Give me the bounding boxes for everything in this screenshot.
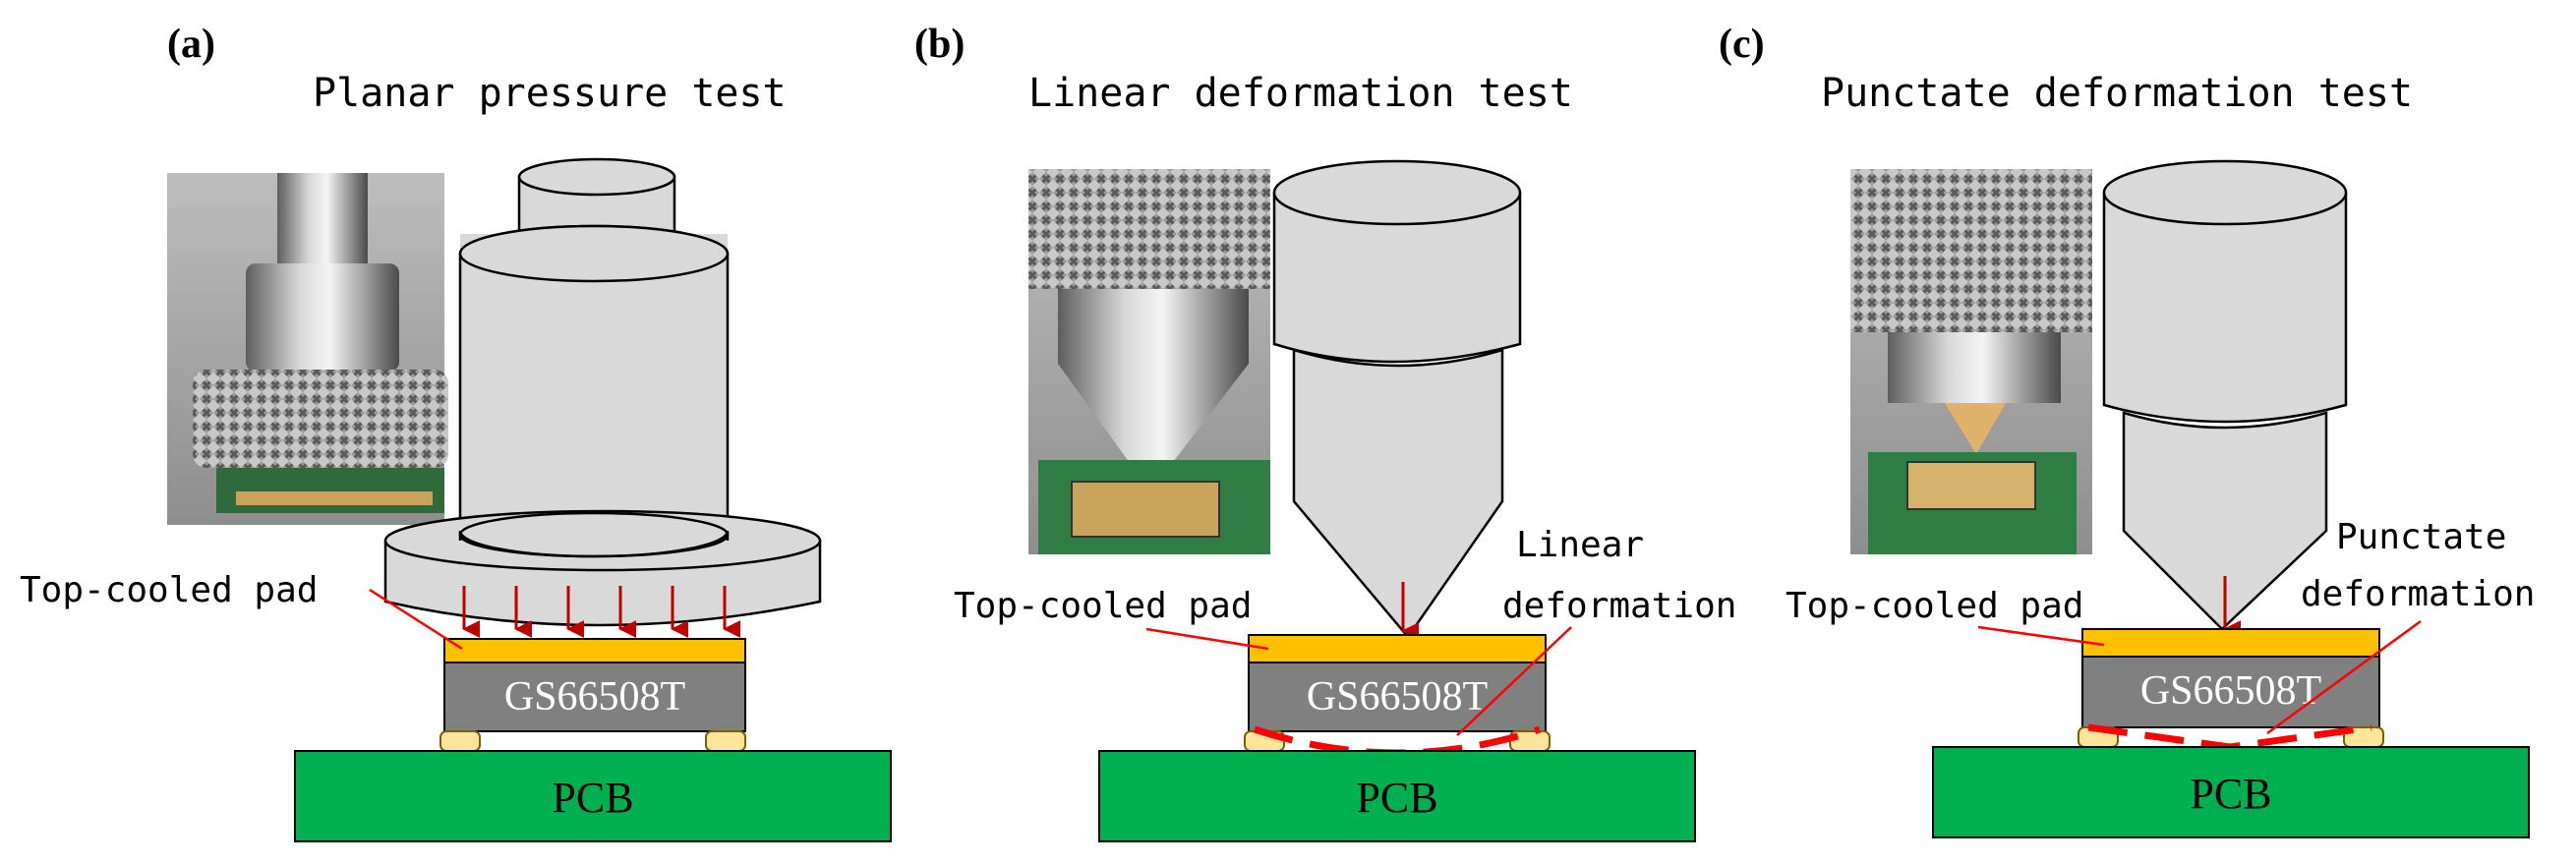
panel-b-chip-label: GS66508T: [1307, 674, 1488, 720]
panel-b-deform-label-1: Linear: [1516, 525, 1644, 565]
panel-a-press-tool: [383, 157, 822, 627]
panel-c-needle-tool: [2102, 159, 2348, 631]
panel-a-arrows: [462, 586, 741, 638]
panel-a-pad-label: Top-cooled pad: [20, 570, 318, 610]
panel-b-label: (b): [914, 22, 965, 67]
panel-c-deform-label-2: deformation: [2301, 574, 2535, 614]
panel-a-pad: [443, 638, 746, 663]
panel-b-pad-label: Top-cooled pad: [954, 586, 1252, 626]
panel-b-title: Linear deformation test: [1028, 71, 1573, 116]
panel-c-pcb: [1932, 746, 2530, 838]
panel-c-pad-label: Top-cooled pad: [1786, 586, 2083, 626]
panel-b: (b) Linear deformation test GS66508T PCB…: [914, 22, 1736, 842]
panel-a-solder: [439, 730, 746, 752]
panel-a-pcb-label: PCB: [552, 774, 633, 822]
panel-b-pcb: [1098, 750, 1696, 842]
panel-b-wedge-tool: [1272, 159, 1522, 640]
panel-c-pad-leader: [1977, 625, 2105, 647]
panel-c-deformation-curve: [2087, 723, 2372, 751]
panel-c-chip-label: GS66508T: [2140, 668, 2321, 714]
panel-c: (c) Punctate deformation test GS66508T P…: [1719, 22, 2535, 838]
panel-b-pad-leader: [1145, 627, 1269, 651]
panel-c-deform-leader: [2266, 619, 2422, 735]
panel-b-deform-leader: [1456, 626, 1572, 736]
panel-c-deform-label-1: Punctate: [2336, 517, 2506, 557]
panel-b-deform-label-2: deformation: [1502, 586, 1736, 626]
panel-c-photo: [1850, 169, 2092, 554]
panel-a-chip: [443, 662, 746, 732]
panel-b-pad: [1248, 634, 1547, 663]
panel-c-pcb-label: PCB: [2190, 770, 2271, 818]
panel-a-label: (a): [167, 22, 215, 67]
panel-c-label: (c): [1719, 22, 1765, 67]
panel-a-title: Planar pressure test: [313, 71, 787, 116]
panel-b-pcb-label: PCB: [1356, 774, 1437, 822]
panel-a-photo: [167, 173, 448, 525]
panel-c-pad: [2081, 628, 2380, 658]
panel-a-pad-leader: [369, 588, 463, 651]
panel-a: (a) Planar pressure test: [20, 22, 892, 842]
panel-a-chip-label: GS66508T: [504, 674, 685, 720]
panel-a-pcb: [294, 750, 892, 842]
panel-c-chip: [2081, 656, 2380, 728]
panel-c-title: Punctate deformation test: [1821, 71, 2413, 116]
panel-b-deformation-curve: [1253, 725, 1542, 757]
panel-b-photo: [1028, 169, 1270, 554]
